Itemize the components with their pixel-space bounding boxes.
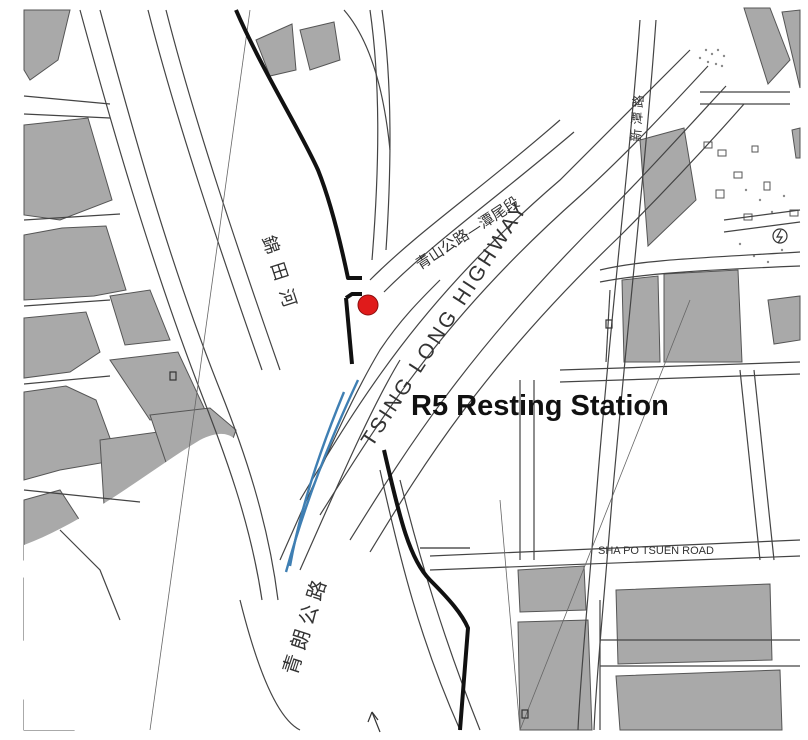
east-building-blocks (517, 7, 801, 731)
blank-area (24, 433, 300, 730)
station-marker (357, 294, 379, 316)
station-label: R5 Resting Station (411, 390, 669, 422)
road-network (23, 9, 801, 731)
power-lines (149, 9, 691, 731)
cycle-track-blue (284, 379, 360, 573)
power-station-icon (772, 228, 788, 244)
road-markings (169, 319, 613, 733)
sha-po-tsuen-road-label: SHA PO TSUEN ROAD (598, 545, 714, 557)
san-tam-road-label: 新潭路 (628, 90, 648, 142)
cycle-route-black (234, 9, 470, 731)
village-dots (698, 48, 786, 264)
